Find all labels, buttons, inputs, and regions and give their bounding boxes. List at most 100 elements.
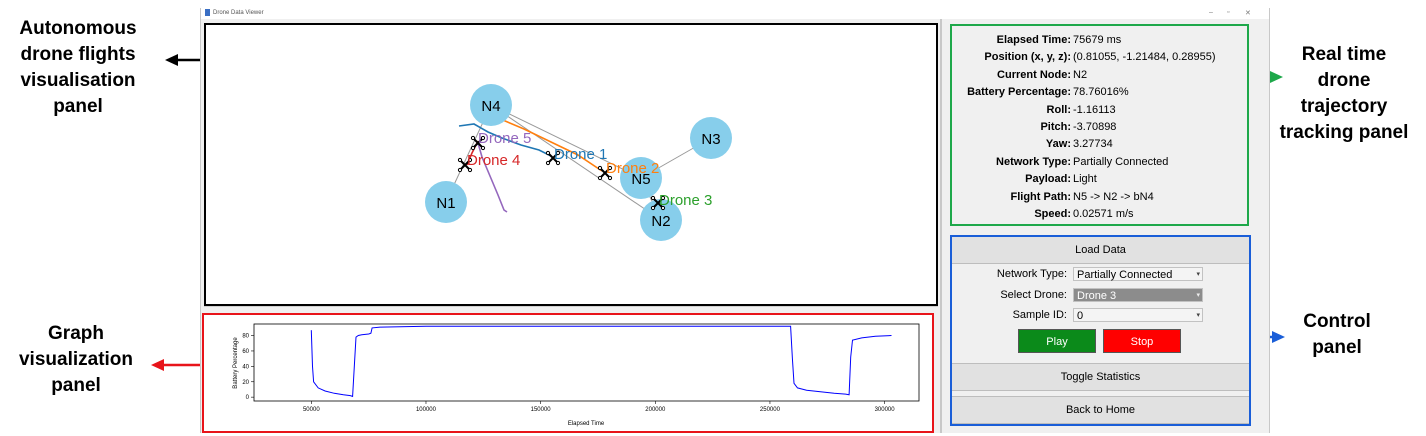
info-key: Payload: xyxy=(1025,173,1071,186)
select-drone-label: Select Drone: xyxy=(1000,289,1067,301)
select-drone-select[interactable]: Drone 3 ▾ xyxy=(1073,288,1203,302)
annotation-line: Autonomous xyxy=(19,18,137,39)
y-tick-label: 40 xyxy=(242,364,249,370)
drone-icons xyxy=(457,135,666,211)
annotation-line: panel xyxy=(53,96,103,117)
node-label: N2 xyxy=(651,213,670,230)
minimize-button[interactable]: – xyxy=(1209,9,1213,16)
chevron-down-icon: ▾ xyxy=(1196,271,1200,278)
info-key: Battery Percentage: xyxy=(967,86,1071,99)
info-row: Elapsed Time:75679 ms xyxy=(952,32,1247,49)
annotation-line: panel xyxy=(51,375,101,396)
chevron-down-icon: ▾ xyxy=(1196,292,1200,299)
annotation-line: Real time xyxy=(1301,44,1387,65)
annotation-line: drone flights xyxy=(20,44,136,65)
maximize-button[interactable]: ▫ xyxy=(1227,9,1230,16)
network-type-select[interactable]: Partially Connected ▾ xyxy=(1073,267,1203,281)
info-key: Yaw: xyxy=(1045,138,1071,151)
info-value: Light xyxy=(1073,173,1097,186)
drone-2-trail xyxy=(497,117,603,172)
info-row: Current Node:N2 xyxy=(952,67,1247,84)
info-row: Pitch:-3.70898 xyxy=(952,119,1247,136)
drone-icon xyxy=(650,195,666,211)
chevron-down-icon: ▾ xyxy=(1196,312,1200,319)
load-data-button[interactable]: Load Data xyxy=(952,237,1249,264)
annotation-tracking-panel: Real time drone trajectory tracking pane… xyxy=(1262,42,1426,146)
x-tick-label: 50000 xyxy=(303,407,320,413)
sample-id-value: 0 xyxy=(1077,310,1084,322)
annotation-line: drone xyxy=(1317,70,1371,91)
panel-divider xyxy=(204,305,938,307)
info-key: Elapsed Time: xyxy=(996,34,1071,46)
drone-icon xyxy=(470,135,486,151)
app-icon xyxy=(205,9,210,16)
stop-button[interactable]: Stop xyxy=(1103,329,1181,353)
annotation-viz-panel: Autonomous drone flights visualisation p… xyxy=(4,16,152,120)
y-axis-label: Battery Percentage xyxy=(233,337,239,389)
annotation-line: visualisation xyxy=(20,70,136,91)
node-label: N5 xyxy=(631,171,650,188)
info-value: (0.81055, -1.21484, 0.28955) xyxy=(1073,51,1216,64)
drone-label: Drone 1 xyxy=(554,146,607,163)
title-bar: Drone Data Viewer – ▫ ✕ xyxy=(201,8,1269,19)
drone-label: Drone 4 xyxy=(467,152,520,169)
network-type-value: Partially Connected xyxy=(1077,269,1173,281)
drone-network-canvas[interactable]: N4 N3 N5 N1 N2 Drone 5 Drone 4 Drone 1 D… xyxy=(206,25,936,304)
y-tick-label: 0 xyxy=(246,395,250,401)
play-button[interactable]: Play xyxy=(1018,329,1096,353)
annotation-line: tracking panel xyxy=(1279,122,1409,143)
annotation-line: trajectory xyxy=(1300,96,1388,117)
info-value: -1.16113 xyxy=(1073,103,1116,116)
annotation-line: panel xyxy=(1312,337,1362,358)
back-to-home-button[interactable]: Back to Home xyxy=(952,396,1249,424)
info-row: Roll:-1.16113 xyxy=(952,102,1247,119)
info-key: Speed: xyxy=(1034,208,1071,220)
node-n1 xyxy=(425,181,467,223)
info-value: Partially Connected xyxy=(1073,155,1169,168)
battery-series-line xyxy=(310,325,892,398)
annotation-control-panel: Control panel xyxy=(1282,309,1392,361)
node-label: N4 xyxy=(481,98,500,115)
x-tick-label: 150000 xyxy=(531,407,552,413)
info-value: 3.27734 xyxy=(1073,138,1113,151)
drone-icon xyxy=(597,165,613,181)
network-type-label: Network Type: xyxy=(996,268,1067,280)
info-row: Position (x, y, z):(0.81055, -1.21484, 0… xyxy=(952,49,1247,66)
control-panel: Load Data Network Type: Partially Connec… xyxy=(950,235,1251,426)
y-tick-label: 20 xyxy=(242,380,249,386)
info-row: Yaw:3.27734 xyxy=(952,136,1247,153)
annotation-line: visualization xyxy=(18,349,134,370)
info-value: 0.02571 m/s xyxy=(1073,208,1134,220)
node-n3 xyxy=(690,117,732,159)
info-row: Battery Percentage:78.76016% xyxy=(952,84,1247,101)
info-row: Speed:0.02571 m/s xyxy=(952,206,1247,223)
drone-icon xyxy=(457,157,473,173)
panel-divider xyxy=(940,19,942,433)
x-tick-label: 200000 xyxy=(645,407,666,413)
edge-n4-n5 xyxy=(490,104,642,179)
drone-icon xyxy=(545,150,561,166)
info-value: 75679 ms xyxy=(1073,34,1122,46)
info-key: Roll: xyxy=(1046,103,1071,116)
node-n5 xyxy=(620,157,662,199)
x-tick-label: 250000 xyxy=(760,407,781,413)
annotation-line: Control xyxy=(1303,311,1371,332)
info-value: 78.76016% xyxy=(1073,86,1129,99)
close-button[interactable]: ✕ xyxy=(1245,10,1251,17)
visualization-panel[interactable]: N4 N3 N5 N1 N2 Drone 5 Drone 4 Drone 1 D… xyxy=(204,23,938,306)
x-tick-label: 300000 xyxy=(875,407,896,413)
info-key: Network Type: xyxy=(996,155,1071,168)
drone-1-trail xyxy=(458,123,552,157)
info-row: Flight Path:N5 -> N2 -> bN4 xyxy=(952,189,1247,206)
info-key: Current Node: xyxy=(997,68,1071,81)
edge-n4-n2 xyxy=(490,104,662,221)
drone-label: Drone 2 xyxy=(606,160,659,177)
sample-id-select[interactable]: 0 ▾ xyxy=(1073,308,1203,322)
toggle-statistics-button[interactable]: Toggle Statistics xyxy=(952,363,1249,391)
drone-5-trail xyxy=(477,142,508,213)
